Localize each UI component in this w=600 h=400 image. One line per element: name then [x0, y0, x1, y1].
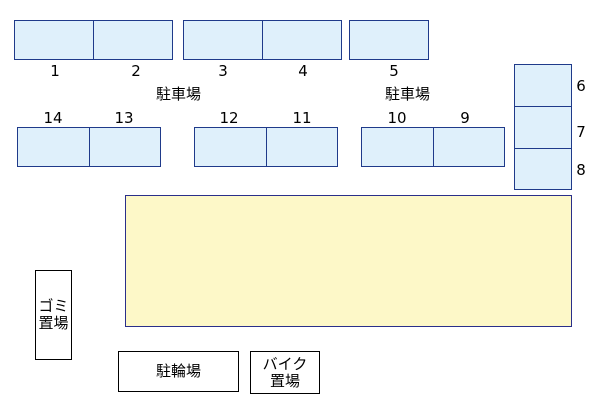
slot-number-3: 3 — [218, 62, 228, 80]
slot-number-8: 8 — [576, 161, 586, 179]
parking-slot-6 — [514, 64, 572, 107]
parking-area-label-left: 駐車場 — [156, 85, 202, 103]
parking-slot-4 — [262, 20, 342, 60]
bike-parking-label-line2: 置場 — [269, 371, 300, 390]
parking-slot-14 — [17, 127, 90, 167]
parking-slot-13 — [89, 127, 161, 167]
parking-slot-9 — [433, 127, 505, 167]
slot-number-9: 9 — [460, 109, 470, 127]
slot-number-5: 5 — [389, 62, 399, 80]
slot-number-7: 7 — [576, 123, 586, 141]
slot-number-1: 1 — [50, 62, 60, 80]
parking-slot-11 — [266, 127, 338, 167]
slot-number-4: 4 — [298, 62, 308, 80]
parking-slot-5 — [349, 20, 429, 60]
slot-number-11: 11 — [292, 109, 312, 127]
parking-slot-2 — [93, 20, 173, 60]
garbage-label-line2: 置場 — [38, 314, 69, 332]
garbage-area: ゴミ 置場 — [35, 270, 72, 360]
parking-slot-7 — [514, 106, 572, 149]
bike-parking: バイク 置場 — [250, 351, 320, 394]
slot-number-14: 14 — [43, 109, 63, 127]
slot-number-2: 2 — [131, 62, 141, 80]
parking-area-label-right: 駐車場 — [385, 85, 431, 103]
slot-number-13: 13 — [114, 109, 134, 127]
slot-number-10: 10 — [387, 109, 407, 127]
bicycle-parking-label: 駐輪場 — [155, 362, 201, 380]
slot-number-6: 6 — [576, 77, 586, 95]
slot-number-12: 12 — [219, 109, 239, 127]
parking-slot-10 — [361, 127, 434, 167]
parking-slot-3 — [183, 20, 263, 60]
building — [125, 195, 572, 327]
bike-parking-label-line1: バイク — [262, 354, 308, 373]
parking-slot-12 — [194, 127, 267, 167]
parking-slot-1 — [14, 20, 94, 60]
bicycle-parking: 駐輪場 — [118, 351, 239, 392]
garbage-label-line1: ゴミ — [38, 297, 69, 315]
parking-slot-8 — [514, 148, 572, 190]
